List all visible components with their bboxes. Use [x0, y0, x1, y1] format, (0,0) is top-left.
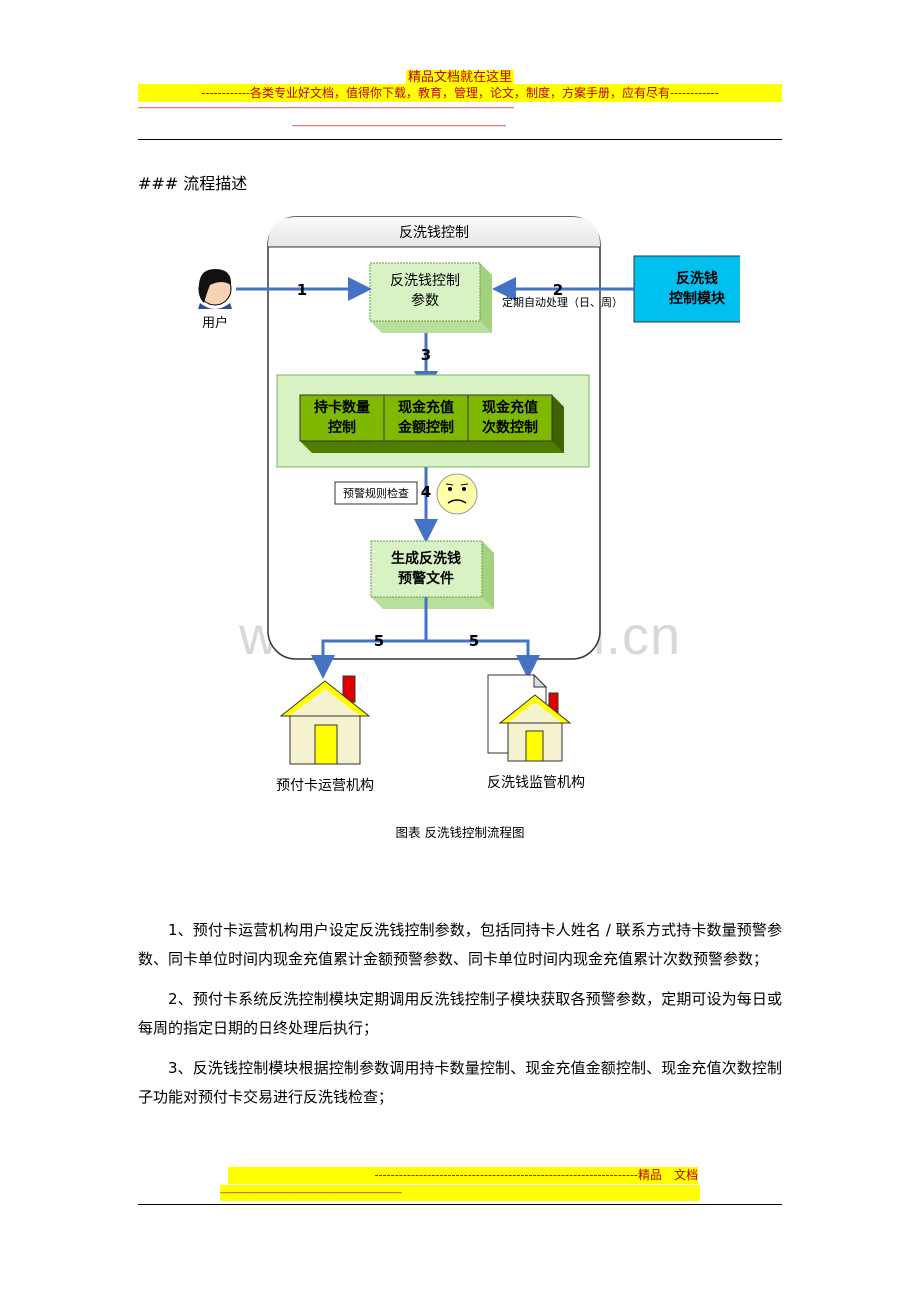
paragraph-1: 1、预付卡运营机构用户设定反洗钱控制参数，包括同持卡人姓名 / 联系方式持卡数量… — [138, 921, 782, 968]
step-label-5a: 5 — [374, 632, 384, 650]
header-dash-line: ----------------------------------------… — [138, 103, 514, 112]
generate-box-line1: 生成反洗钱 — [391, 550, 461, 567]
control-1-line1: 持卡数量 — [314, 399, 370, 416]
user-icon — [198, 269, 232, 309]
section-heading: ### 流程描述 — [138, 174, 248, 193]
params-box-line2: 参数 — [411, 292, 439, 309]
step-label-4: 4 — [421, 483, 431, 501]
warning-rule-label: 预警规则检查 — [343, 486, 409, 500]
generate-file-box: 生成反洗钱 预警文件 — [370, 540, 494, 609]
params-box: 反洗钱控制 参数 — [369, 262, 492, 333]
generate-box-line2: 预警文件 — [398, 570, 454, 587]
user-label: 用户 — [202, 315, 228, 331]
org-left-label: 预付卡运营机构 — [276, 778, 374, 794]
step-label-3: 3 — [421, 346, 431, 364]
house-icon-operator — [279, 675, 371, 765]
control-2-line2: 金额控制 — [397, 419, 454, 436]
control-2-line1: 现金充值 — [398, 399, 454, 416]
arrow-5-right — [426, 639, 540, 679]
arrow-5-left — [311, 597, 428, 679]
house-icon-regulator — [487, 673, 572, 762]
control-3-line2: 次数控制 — [482, 419, 538, 436]
params-box-line1: 反洗钱控制 — [390, 273, 460, 289]
warning-rule-box — [334, 481, 418, 505]
footer-text: ----------------------------------------… — [228, 1167, 698, 1184]
header-rule — [138, 139, 782, 140]
org-right-label: 反洗钱监管机构 — [487, 775, 585, 791]
paragraph-3: 3、反洗钱控制模块根据控制参数调用持卡数量控制、现金充值金额控制、现金充值次数控… — [138, 1059, 782, 1106]
flow-diagram: 反洗钱控制 用户 反洗钱控制 参数 反洗钱 控制模块 1 2 定期自动处理（日、… — [180, 205, 761, 865]
container-title: 反洗钱控制 — [399, 225, 469, 241]
paragraph-2: 2、预付卡系统反洗控制模块定期调用反洗钱控制子模块获取各预警参数，定期可设为每日… — [138, 990, 782, 1037]
module-box-line1: 反洗钱 — [676, 270, 718, 287]
control-blocks: 持卡数量 控制 现金充值 金额控制 现金充值 次数控制 — [299, 394, 564, 453]
step-label-2: 2 — [553, 281, 563, 299]
sad-face-icon — [436, 473, 478, 515]
header-title: 精品文档就在这里 — [405, 70, 514, 85]
control-3-line1: 现金充值 — [482, 399, 538, 416]
control-1-line2: 控制 — [328, 419, 356, 436]
figure-caption: 图表 反洗钱控制流程图 — [395, 825, 525, 840]
step-label-1: 1 — [297, 281, 307, 299]
periodic-label: 定期自动处理（日、周） — [502, 295, 623, 309]
header-tagline: ------------各类专业好文档，值得你下载，教育，管理，论文，制度，方案… — [138, 84, 782, 102]
step-label-5b: 5 — [469, 632, 479, 650]
header-dash-line-2: ----------------------------------------… — [292, 121, 506, 130]
module-box-line2: 控制模块 — [669, 290, 726, 307]
control-module-box: 反洗钱 控制模块 — [633, 255, 761, 323]
body-text: 1、预付卡运营机构用户设定反洗钱控制参数，包括同持卡人姓名 / 联系方式持卡数量… — [138, 916, 782, 1112]
footer-rule — [138, 1204, 782, 1205]
footer-dash-line: ----------------------------------------… — [220, 1185, 700, 1201]
